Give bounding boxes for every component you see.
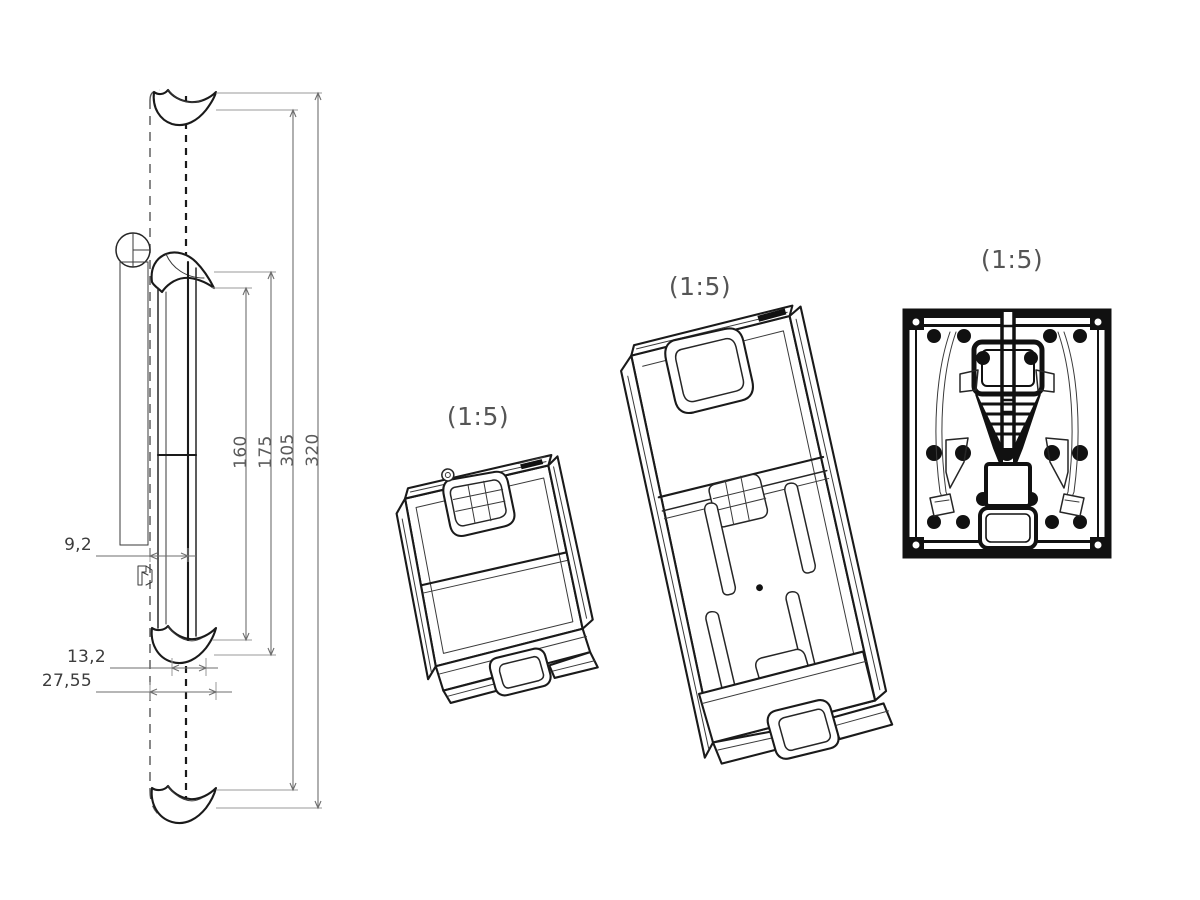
dim-305-label: 305 <box>278 433 298 466</box>
iso-large-slots <box>703 482 817 699</box>
side-profile-tab <box>137 565 153 586</box>
dim-175-label: 175 <box>256 435 276 468</box>
dim-9-2-label: 9,2 <box>64 535 92 555</box>
scale-label-rear-plan: (1:5) <box>981 245 1043 274</box>
rear-plan-right-spring <box>1035 331 1079 508</box>
iso-small-top-clip <box>441 468 516 537</box>
dim-175: 175 <box>214 270 276 657</box>
scale-label-iso-large: (1:5) <box>669 272 731 301</box>
dim-160: 160 <box>212 286 252 642</box>
dim-305: 305 <box>216 108 298 792</box>
dim-27-55: 27,55 <box>42 671 232 700</box>
iso-large-top-clip <box>664 327 754 414</box>
dim-320: 320 <box>216 91 323 810</box>
dim-13-2-label: 13,2 <box>67 647 106 667</box>
dim-27-55-label: 27,55 <box>42 671 92 691</box>
rear-plan-left-spring <box>935 331 979 508</box>
view-rear-plan <box>902 308 1112 559</box>
side-profile-hidden-envelope <box>149 89 183 823</box>
iso-large-bottom-shelf <box>697 650 894 765</box>
dim-160-label: 160 <box>231 435 251 468</box>
view-iso-small <box>395 454 599 704</box>
iso-small-bottom-ledge <box>434 627 599 704</box>
dimension-group-horizontal: 9,2 13,2 27,55 <box>42 535 232 700</box>
iso-large-middle-clip <box>708 473 769 528</box>
side-profile-top-hook <box>152 88 218 127</box>
side-profile-body <box>156 260 198 642</box>
dim-13-2: 13,2 <box>67 647 218 676</box>
view-side-profile <box>115 88 218 825</box>
dimension-group-vertical: 320 305 175 <box>212 91 323 810</box>
view-iso-large <box>620 304 894 765</box>
dim-320-label: 320 <box>303 433 323 466</box>
dim-9-2: 9,2 <box>64 535 196 562</box>
side-profile-knob <box>115 232 151 546</box>
side-profile-bottom-hook <box>150 784 218 825</box>
scale-label-iso-small: (1:5) <box>447 402 509 431</box>
side-profile-middle-hook <box>150 251 216 294</box>
side-profile-lower-hook <box>150 624 218 665</box>
